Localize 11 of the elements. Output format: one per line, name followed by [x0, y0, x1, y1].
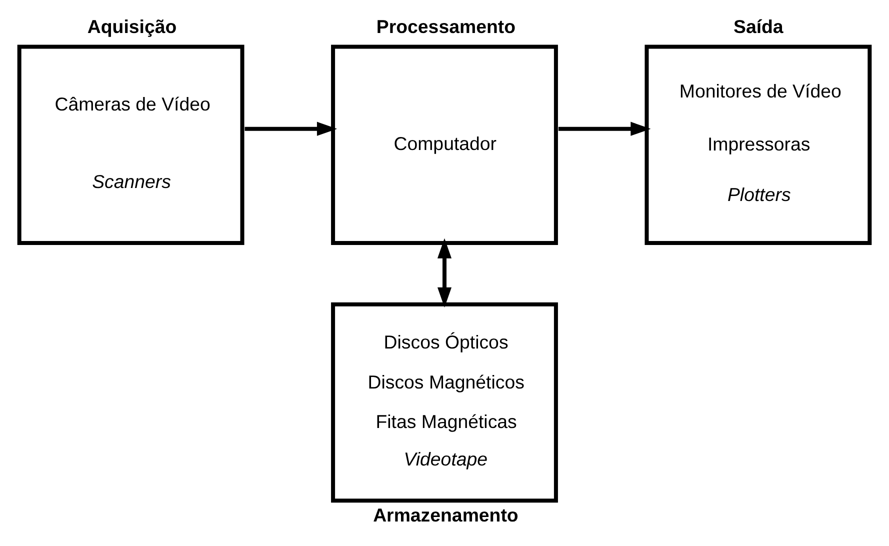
node-box: Computador — [331, 44, 558, 245]
arrow — [437, 238, 452, 308]
node-box: Discos Ópticos Discos Magnéticos Fitas Magnéticas Videotape — [331, 302, 558, 503]
node-label: Saída — [734, 16, 784, 37]
node-label: Processamento — [376, 16, 516, 37]
node-box: Câmeras de Vídeo Scanners — [17, 44, 244, 245]
node-box: Monitores de Vídeo Impressoras Plotters — [644, 44, 872, 245]
node-label: Aquisição — [87, 16, 177, 37]
arrow — [558, 122, 651, 136]
arrow — [244, 122, 338, 136]
node-label: Armazenamento — [373, 504, 518, 526]
